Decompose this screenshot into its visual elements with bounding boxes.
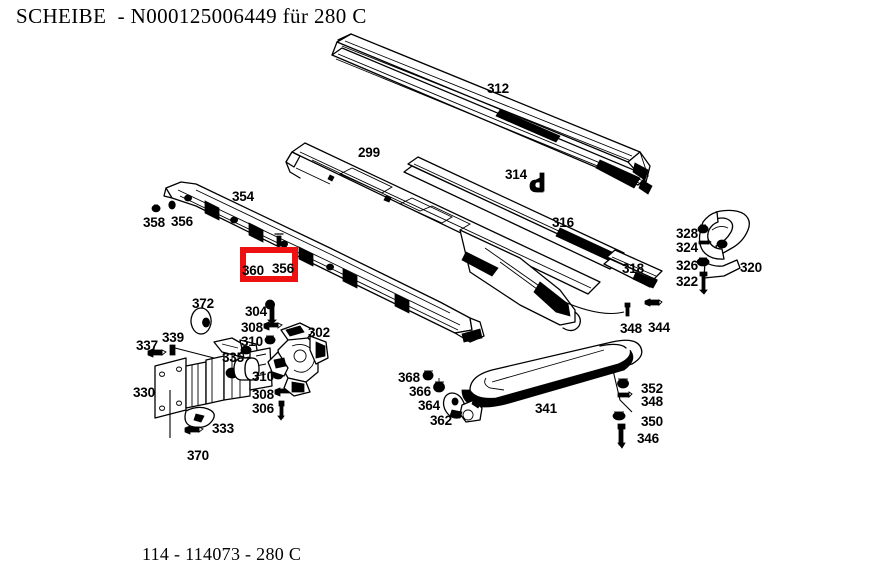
callout-308-upper: 308	[241, 320, 263, 335]
callout-302: 302	[308, 325, 330, 340]
callout-344: 344	[648, 320, 670, 335]
part-354-bumper-bar	[163, 181, 485, 343]
callout-314: 314	[505, 167, 527, 182]
callout-318: 318	[622, 261, 644, 276]
fasteners-337-339	[147, 344, 215, 359]
part-320-bracket	[698, 209, 750, 279]
callout-346: 346	[637, 431, 659, 446]
page-footer: 114 - 114073 - 280 C	[142, 544, 302, 564]
callout-328: 328	[676, 226, 698, 241]
part-302-bracket	[267, 322, 329, 397]
callout-310-lower: 310	[252, 369, 274, 384]
callout-356-upper: 356	[171, 214, 193, 229]
part-370-screw	[169, 390, 204, 438]
part-341-overrider	[461, 339, 643, 408]
callout-308-lower: 308	[252, 387, 274, 402]
callout-337: 337	[136, 338, 158, 353]
part-335-bushing	[233, 357, 260, 381]
part-299-shape	[285, 142, 601, 332]
part-314-clip-glyph	[529, 172, 545, 193]
part-316-shape	[403, 156, 625, 270]
parts-368-366-364-362	[422, 370, 483, 423]
callout-320: 320	[740, 260, 762, 275]
fasteners-348-344	[559, 298, 663, 317]
callout-354: 354	[232, 189, 254, 204]
callout-316: 316	[552, 215, 574, 230]
callout-350: 350	[641, 414, 663, 429]
callout-362: 362	[430, 413, 452, 428]
callout-333: 333	[212, 421, 234, 436]
callout-372: 372	[192, 296, 214, 311]
callout-312: 312	[487, 81, 509, 96]
callout-356-highlighted: 356	[272, 261, 294, 276]
callout-352: 352	[641, 381, 663, 396]
callout-348-lower: 348	[641, 394, 663, 409]
callout-358: 358	[143, 215, 165, 230]
fasteners-328-324-326-322	[696, 224, 712, 295]
callout-368: 368	[398, 370, 420, 385]
callout-322: 322	[676, 274, 698, 289]
callout-324: 324	[676, 240, 698, 255]
page-title: SCHEIBE - N000125006449 für 280 C	[16, 4, 367, 28]
callout-299: 299	[358, 145, 380, 160]
callout-348-upper: 348	[620, 321, 642, 336]
part-318-shape	[603, 249, 663, 289]
part-372-washer	[190, 307, 212, 335]
callout-306: 306	[252, 401, 274, 416]
callout-370: 370	[187, 448, 209, 463]
callout-364: 364	[418, 398, 440, 413]
part-333-clip	[184, 406, 215, 429]
callout-310-upper: 310	[241, 334, 263, 349]
callout-335: 335	[222, 350, 244, 365]
part-312-shape	[331, 33, 653, 195]
highlight-box: 360 356	[240, 247, 298, 282]
callout-339: 339	[162, 330, 184, 345]
callout-330: 330	[133, 385, 155, 400]
fasteners-352-348-350-346	[611, 365, 633, 449]
fastener-358-356	[151, 200, 176, 213]
callout-304: 304	[245, 304, 267, 319]
callout-326: 326	[676, 258, 698, 273]
callout-366: 366	[409, 384, 431, 399]
callout-341: 341	[535, 401, 557, 416]
callout-360-highlighted: 360	[242, 263, 264, 278]
